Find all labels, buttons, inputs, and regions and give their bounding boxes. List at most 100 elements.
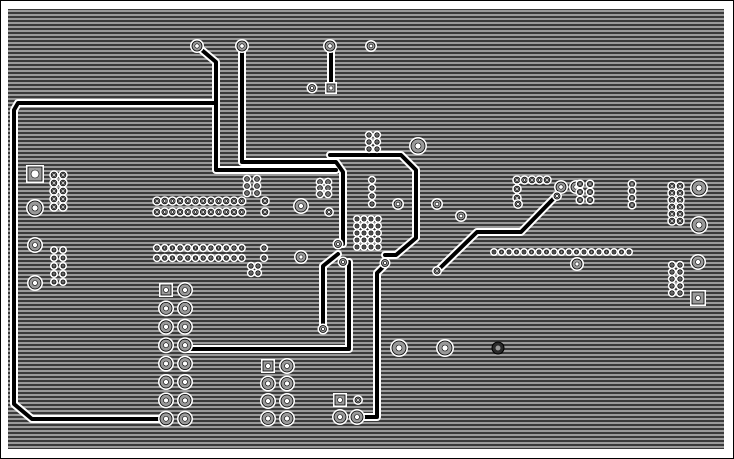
small-pad-drill: [318, 180, 322, 184]
ic-pin-drill: [492, 250, 496, 254]
ic-pin-drill: [178, 199, 182, 203]
small-pad-drill: [326, 186, 330, 190]
ic-pin-drill: [217, 210, 221, 214]
small-pad-drill: [578, 182, 582, 186]
header-pin-drill: [163, 397, 169, 404]
thermal-via-drill: [376, 224, 380, 228]
ic-pin-drill: [171, 256, 174, 260]
small-pad-drill: [670, 291, 674, 295]
header-pin-drill: [182, 342, 188, 349]
header-pin-drill: [670, 191, 674, 195]
square-pad-drill: [328, 85, 334, 91]
mid-pad-drill: [414, 142, 422, 150]
small-pad-drill: [678, 263, 682, 267]
ic-pin-drill: [530, 250, 533, 254]
header-pin-drill: [163, 342, 169, 349]
small-pad-drill: [630, 203, 634, 207]
header-pin-drill: [61, 280, 65, 284]
ic-pin-drill: [500, 250, 503, 254]
thermal-via-drill: [376, 245, 380, 249]
header-pin-drill: [182, 305, 188, 312]
via-drill: [395, 201, 401, 207]
ic-pin-drill: [194, 256, 197, 260]
ic-pin-drill: [522, 178, 527, 182]
small-pad-drill: [630, 189, 634, 193]
left-pad-drill: [32, 280, 38, 286]
small-pad-drill: [367, 147, 371, 151]
header-pin-drill: [52, 248, 56, 252]
ic-pin-drill: [262, 256, 266, 260]
left-pad-drill: [32, 242, 38, 248]
ic-pin-drill: [225, 256, 228, 260]
ic-pin-drill: [217, 199, 221, 203]
small-pad-drill: [367, 140, 371, 144]
ic-pin-drill: [163, 210, 167, 214]
thermal-via-drill: [355, 224, 359, 228]
thermal-via-drill: [355, 245, 359, 249]
ic-pin-drill: [515, 187, 519, 191]
ic-pin-drill: [240, 199, 244, 203]
header-pin-drill: [52, 197, 56, 201]
header-pin-drill: [284, 398, 290, 404]
small-pad-drill: [630, 196, 634, 200]
small-pad-drill: [367, 133, 371, 137]
mid-pad-drill: [558, 184, 564, 190]
thermal-via-drill: [369, 238, 373, 242]
small-pad-drill: [370, 178, 374, 182]
ic-pin-drill: [193, 210, 198, 214]
small-pad-drill: [255, 177, 259, 181]
ic-pin-drill: [530, 178, 534, 182]
via-drill: [434, 201, 440, 207]
header-pin-drill: [61, 248, 65, 252]
ic-pin-drill: [567, 250, 571, 254]
ic-pin-drill: [186, 246, 190, 250]
ic-pin-drill: [217, 256, 220, 260]
right-pad-drill: [695, 184, 703, 192]
ic-pin-drill: [178, 210, 182, 214]
header-square-pin-drill: [265, 363, 271, 369]
ic-pin-drill: [522, 250, 526, 254]
ic-pin-drill: [232, 246, 236, 250]
ic-pin-drill: [163, 256, 166, 260]
mid-pad-drill: [354, 414, 360, 420]
small-pad-drill: [375, 140, 379, 144]
ic-pin-drill: [263, 199, 267, 203]
header-pin-drill: [182, 379, 188, 385]
ic-pin-drill: [186, 210, 190, 214]
right-square-pad-drill: [695, 295, 701, 301]
small-pad-drill: [375, 147, 379, 151]
header-pin-drill: [52, 264, 56, 268]
small-pad-drill: [670, 263, 674, 267]
small-pad-drill: [670, 277, 674, 281]
mid-pad-drill: [298, 254, 304, 260]
ic-pin-drill: [515, 196, 519, 200]
ic-pin-drill: [240, 256, 243, 260]
small-pad-drill: [326, 180, 330, 184]
ic-pin-drill: [225, 246, 228, 250]
header-pin-drill: [182, 397, 188, 404]
top-pad-2-drill: [239, 43, 245, 49]
ic-pin-drill: [515, 178, 519, 182]
ic-pin-drill: [186, 256, 190, 260]
ic-pin-drill: [232, 256, 236, 260]
small-pad-drill: [256, 271, 260, 275]
thermal-via-drill: [376, 238, 380, 242]
small-pad-drill: [678, 291, 682, 295]
ic-pin-drill: [240, 246, 243, 250]
small-pad-drill: [588, 182, 592, 186]
ic-pin-drill: [612, 250, 616, 254]
small-pad-drill: [318, 186, 322, 190]
header-pin-drill: [163, 415, 169, 422]
header-pin-drill: [284, 415, 290, 422]
header-pin-drill: [265, 415, 271, 422]
header-pin-drill: [670, 198, 674, 202]
small-pad-drill: [245, 191, 249, 195]
header-pin-drill: [61, 264, 65, 268]
header-pin-drill: [52, 272, 56, 276]
small-pad-drill: [370, 186, 374, 190]
via-drill: [341, 260, 345, 264]
ic-pin-drill: [201, 210, 205, 214]
thermal-via-drill: [355, 238, 359, 242]
left-square-pad-drill: [30, 169, 40, 179]
ic-pin-drill: [224, 210, 228, 214]
